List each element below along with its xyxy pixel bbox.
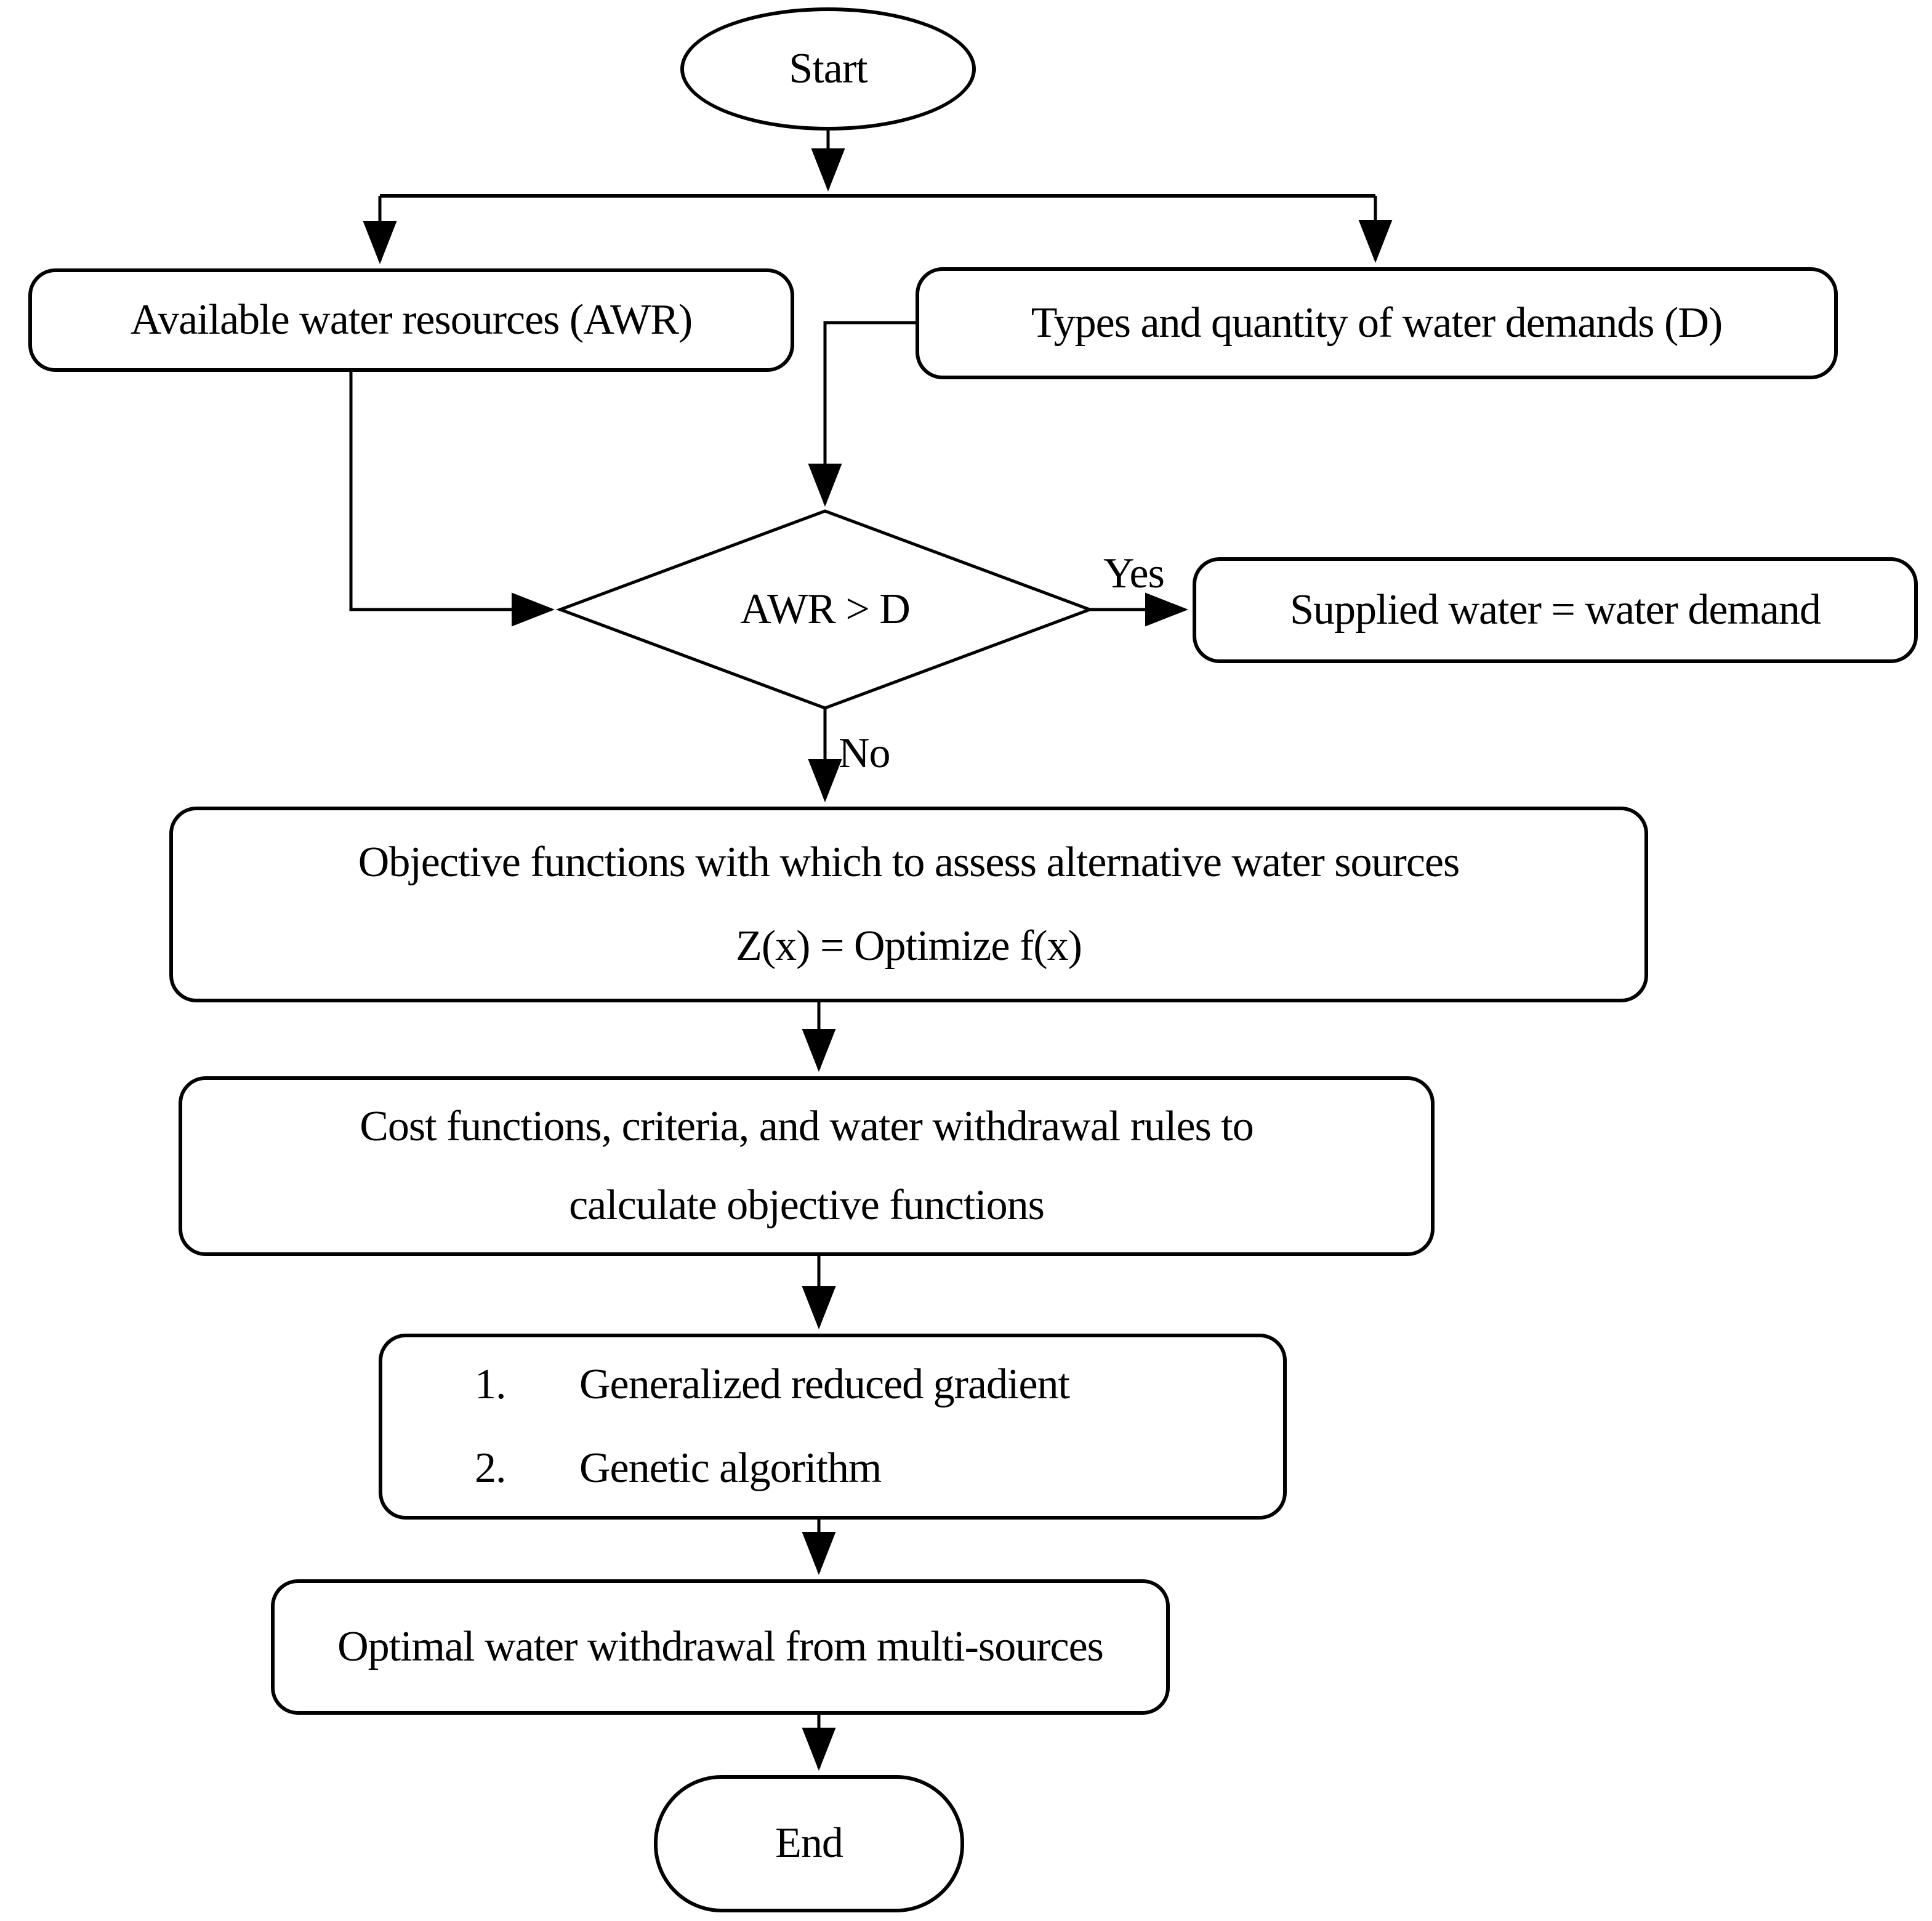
node-demand-label: Types and quantity of water demands (D) [1031, 299, 1723, 347]
node-cost: Cost functions, criteria, and water with… [179, 1076, 1435, 1256]
edge-awr-to-decision [349, 372, 555, 627]
method-item-1: 1. Generalized reduced gradient [475, 1361, 1258, 1409]
method-item-2-text: Genetic algorithm [579, 1444, 882, 1492]
decision-text: AWR > D [740, 586, 911, 633]
node-methods: 1. Generalized reduced gradient 2. Genet… [379, 1334, 1287, 1520]
node-start-label: Start [789, 44, 867, 92]
method-item-2-number: 2. [475, 1444, 507, 1492]
edge-demand-to-decision [808, 321, 916, 507]
node-awr: Available water resources (AWR) [28, 268, 794, 372]
method-item-2: 2. Genetic algorithm [475, 1444, 1258, 1492]
node-awr-label: Available water resources (AWR) [130, 296, 693, 344]
node-demand: Types and quantity of water demands (D) [916, 267, 1838, 379]
node-end: End [654, 1775, 964, 1912]
node-end-label: End [775, 1819, 843, 1867]
edge-label-no: No [839, 730, 891, 777]
node-decision-label: AWR > D [560, 511, 1090, 708]
node-optimal-label: Optimal water withdrawal from multi-sour… [337, 1622, 1104, 1670]
node-objective-line1: Objective functions with which to assess… [358, 838, 1460, 886]
method-item-1-number: 1. [475, 1360, 507, 1408]
node-cost-line2: calculate objective functions [569, 1182, 1045, 1229]
node-start: Start [680, 7, 976, 131]
node-objective-line2: Z(x) = Optimize f(x) [736, 922, 1082, 970]
node-optimal: Optimal water withdrawal from multi-sour… [271, 1579, 1170, 1715]
method-item-1-text: Generalized reduced gradient [579, 1360, 1070, 1408]
node-cost-line1: Cost functions, criteria, and water with… [360, 1102, 1254, 1150]
node-objective: Objective functions with which to assess… [169, 807, 1648, 1002]
edge-label-yes: Yes [1103, 550, 1165, 597]
node-supplied-label: Supplied water = water demand [1290, 586, 1821, 634]
node-supplied: Supplied water = water demand [1193, 557, 1918, 663]
